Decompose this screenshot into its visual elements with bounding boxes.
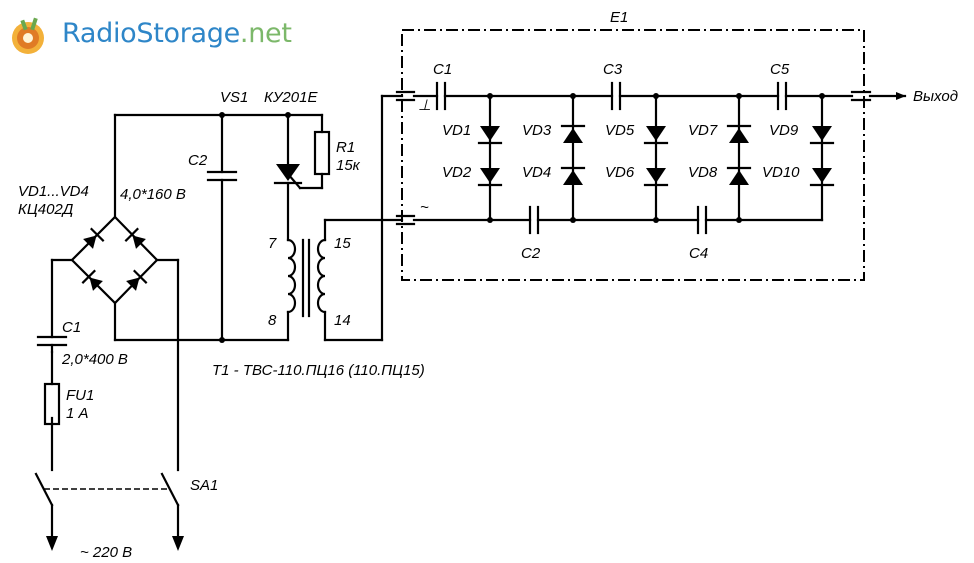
diode-column-4 [726,93,752,223]
label-c5: C5 [770,61,790,78]
mains-arrows [46,503,184,551]
label-vd8: VD8 [688,164,718,181]
watermark-text: RadioStorage.net [62,18,292,49]
label-c2: C2 [521,245,541,262]
diode-column-3 [643,93,669,223]
label-e1: E1 [610,9,628,26]
label-vd5: VD5 [605,122,635,139]
label-output: Выход [913,88,958,105]
label-bridge: VD1...VD4 [18,183,89,200]
resistor-r1 [286,113,331,190]
diode-bridge [50,113,180,342]
label-bridge-type: КЦ402Д [18,201,74,218]
label-c3: C3 [603,61,623,78]
label-vd6: VD6 [605,164,635,181]
label-ac-terminal: ~ [420,199,429,216]
label-vd2: VD2 [442,164,472,181]
label-vd10: VD10 [762,164,800,181]
multiplier-module-e1 [395,29,872,281]
label-vd3: VD3 [522,122,552,139]
label-mains: ~ 220 В [80,544,132,561]
transformer-t1 [286,94,404,342]
capacitor-c1-left [36,258,68,354]
multiplier-bottom-rail [412,205,824,235]
supply-rails [113,112,290,343]
label-vs1: VS1 [220,89,248,106]
label-c1-left-value: 2,0*400 В [61,351,128,368]
watermark-logo: RadioStorage.net [8,14,292,54]
label-fu1-value: 1 А [66,405,89,422]
label-vd9: VD9 [769,122,799,139]
label-vd4: VD4 [522,164,551,181]
radiostorage-logo-icon [12,17,44,54]
switch-sa1 [34,258,180,507]
label-transformer: T1 - ТВС-110.ПЦ16 (110.ПЦ15) [212,362,425,379]
fuse-fu1 [43,350,61,426]
label-c1-left: C1 [62,319,81,336]
label-sa1: SA1 [190,477,218,494]
diode-column-5 [809,93,835,222]
label-ground-terminal: ⊥ [418,97,431,114]
label-pin-14: 14 [334,312,351,329]
diode-column-1 [477,93,503,223]
capacitor-c2-left [206,113,238,342]
label-c2-left: C2 [188,152,208,169]
label-pin-15: 15 [334,235,351,252]
diode-column-2 [560,93,586,223]
label-c1: C1 [433,61,452,78]
label-r1-value: 15к [336,157,361,174]
label-c2-left-value: 4,0*160 В [120,186,186,203]
label-pin-8: 8 [268,312,277,329]
label-thyristor-type: КУ201Е [264,89,318,106]
label-fu1: FU1 [66,387,94,404]
thyristor-vs1 [273,112,324,242]
label-r1: R1 [336,139,355,156]
label-c4: C4 [689,245,708,262]
label-pin-7: 7 [268,235,277,252]
label-vd7: VD7 [688,122,718,139]
label-vd1: VD1 [442,122,471,139]
